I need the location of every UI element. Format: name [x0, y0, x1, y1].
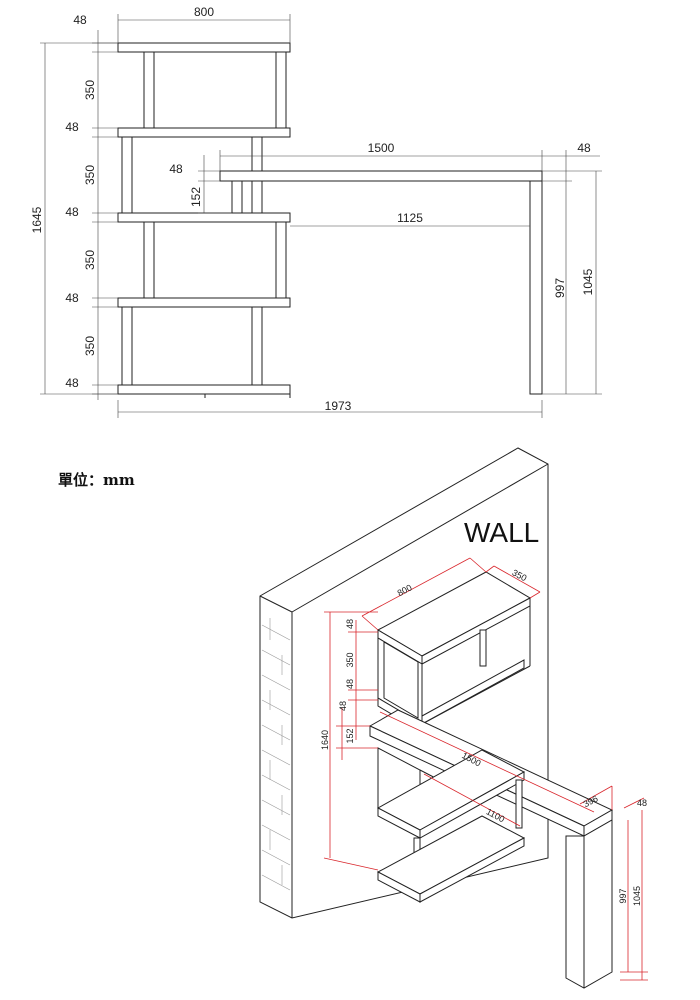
iso-dim-thickness-2: 48: [345, 679, 355, 689]
dim-gap-4: 350: [83, 336, 97, 356]
shelf-5: [117, 384, 291, 395]
iso-desk-leg: [565, 819, 613, 989]
iso-dim-desk-offset: 152: [345, 728, 355, 743]
iso-lower-shelves: [376, 747, 526, 903]
desk-top: [219, 170, 543, 182]
front-view: 800 48 48 48 48 48 350 350 350 350 1645 …: [30, 5, 602, 418]
dim-desk-inner: 1125: [397, 211, 423, 225]
iso-shelf-top: [376, 571, 532, 665]
iso-shelf-body: [377, 606, 531, 733]
iso-dim-total-height: 1640: [320, 730, 330, 750]
desk-leg: [529, 180, 543, 395]
iso-view: WALL: [259, 447, 648, 989]
iso-dim-thickness-3: 48: [338, 701, 348, 711]
dim-thickness-4: 48: [65, 291, 79, 305]
dim-thickness-1: 48: [73, 13, 87, 27]
shelf-1: [117, 42, 291, 53]
dim-desk-length: 1500: [368, 141, 395, 155]
dim-leg-height: 997: [553, 278, 567, 298]
dim-thickness-2: 48: [65, 120, 79, 134]
shelf-2: [117, 127, 291, 138]
brick-pattern: [261, 618, 291, 891]
dim-gap-1: 350: [83, 80, 97, 100]
iso-dim-thickness-1: 48: [345, 619, 355, 629]
iso-dim-desk-height: 1045: [632, 886, 642, 906]
dim-gap-2: 350: [83, 165, 97, 185]
unit-label: 單位：mm: [58, 471, 135, 489]
iso-dim-lines: [323, 557, 648, 981]
iso-dim-leg-height: 997: [618, 888, 628, 903]
dim-desk-top-thickness: 48: [169, 162, 183, 176]
dim-thickness-5: 48: [65, 376, 79, 390]
shelf-3: [117, 212, 291, 223]
dim-gap-3: 350: [83, 250, 97, 270]
dim-thickness-3: 48: [65, 205, 79, 219]
shelf-4: [117, 297, 291, 308]
wall-label: WALL: [464, 517, 539, 548]
desk-support: [231, 180, 243, 214]
dim-total-height: 1645: [30, 206, 44, 233]
iso-dim-thickness-4: 48: [637, 798, 647, 808]
dim-desk-offset: 152: [189, 187, 203, 207]
dim-desk-height: 1045: [581, 268, 595, 295]
dim-lines-front: [40, 14, 602, 418]
dim-total-width: 1973: [325, 399, 352, 413]
iso-dim-gap: 350: [345, 652, 355, 667]
dim-desk-thickness: 48: [577, 141, 591, 155]
dim-shelf-width: 800: [194, 5, 214, 19]
